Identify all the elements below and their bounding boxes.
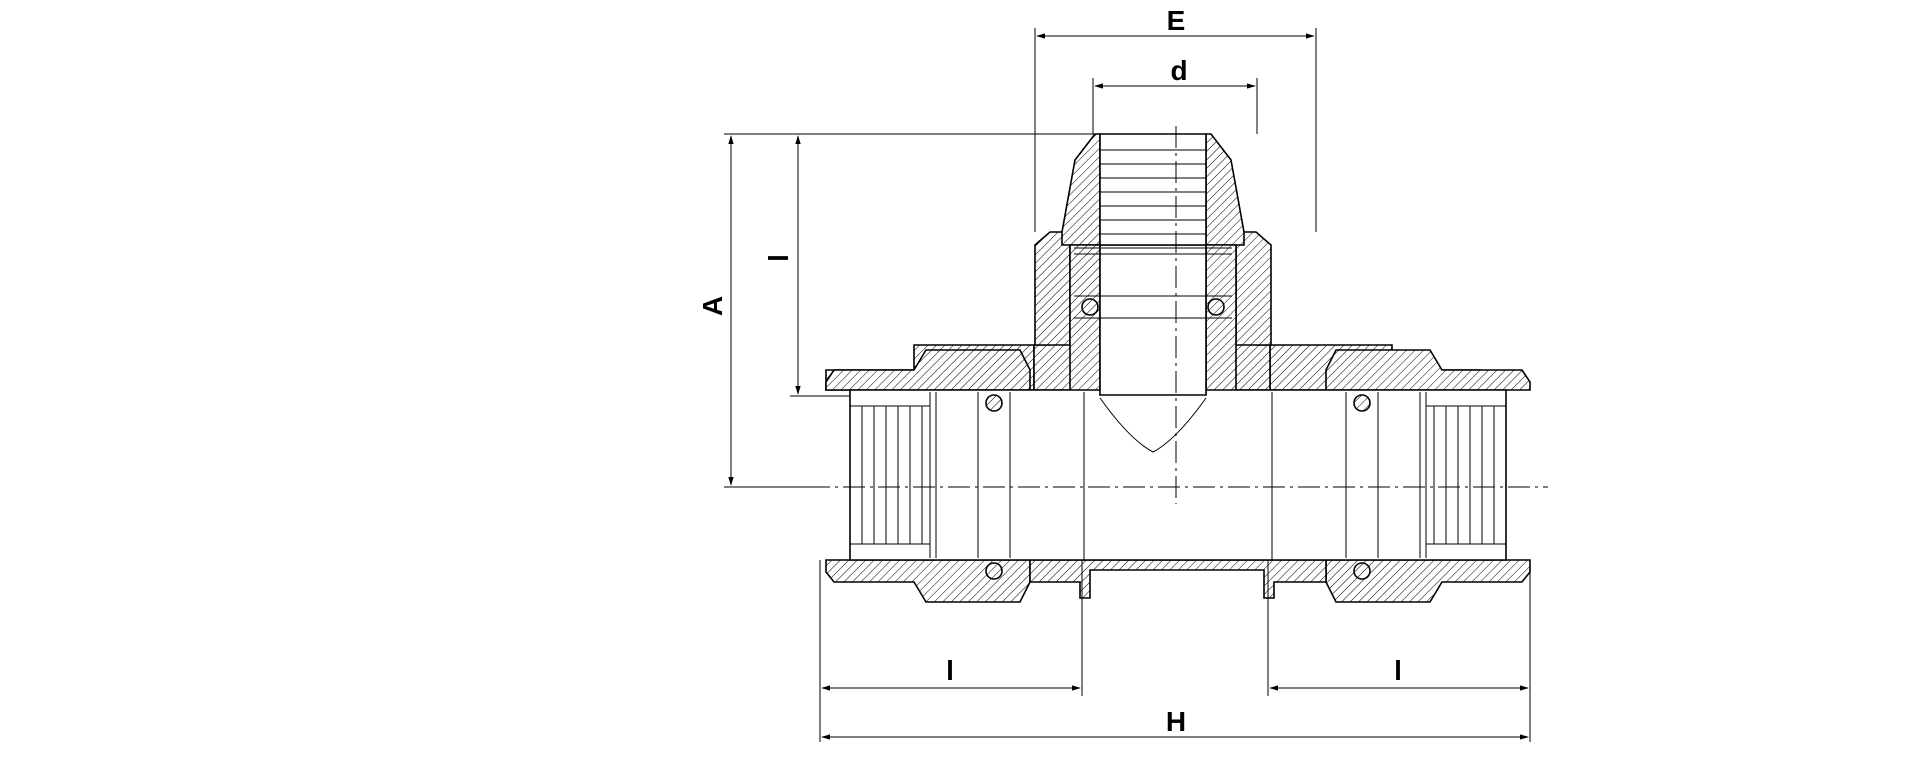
right-grip-rings	[1271, 392, 1506, 560]
left-cap-upper	[825, 349, 1031, 391]
fitting-body	[825, 133, 1531, 603]
dimension-label-A: A	[697, 296, 728, 316]
main-bore	[849, 389, 1507, 561]
dimension-d: d	[1092, 55, 1258, 134]
dimension-label-l-left: l	[946, 655, 954, 686]
o-rings	[985, 298, 1371, 580]
branch-spigot-right	[1205, 133, 1245, 246]
branch-nut-right	[1235, 231, 1272, 346]
branch-inner-wall-left	[1069, 244, 1101, 396]
branch-nut-left	[1034, 231, 1071, 346]
branch-throat	[1099, 133, 1207, 246]
dimension-label-E: E	[1167, 5, 1186, 36]
dimension-l-right: l	[1267, 560, 1531, 742]
dimension-l-vertical: l	[763, 135, 850, 397]
dimension-label-H: H	[1166, 706, 1186, 737]
branch-grip-rings	[1074, 149, 1232, 319]
dimension-label-l-right: l	[1394, 655, 1402, 686]
branch-spigot-left	[1061, 133, 1101, 246]
dimension-H: H	[821, 706, 1529, 740]
dimension-l-left: l	[819, 560, 1083, 742]
right-cap-upper	[1325, 349, 1531, 391]
dimension-label-l-vertical: l	[763, 254, 794, 262]
left-grip-rings	[850, 392, 1085, 560]
dimension-E: E	[1034, 5, 1317, 232]
lower-wall	[1029, 559, 1327, 599]
branch-inner-wall-right	[1205, 244, 1237, 396]
junction-curve	[1099, 397, 1207, 453]
branch-bore	[1099, 244, 1207, 396]
dimension-A: A	[697, 133, 1094, 488]
dimension-label-d: d	[1170, 55, 1187, 86]
